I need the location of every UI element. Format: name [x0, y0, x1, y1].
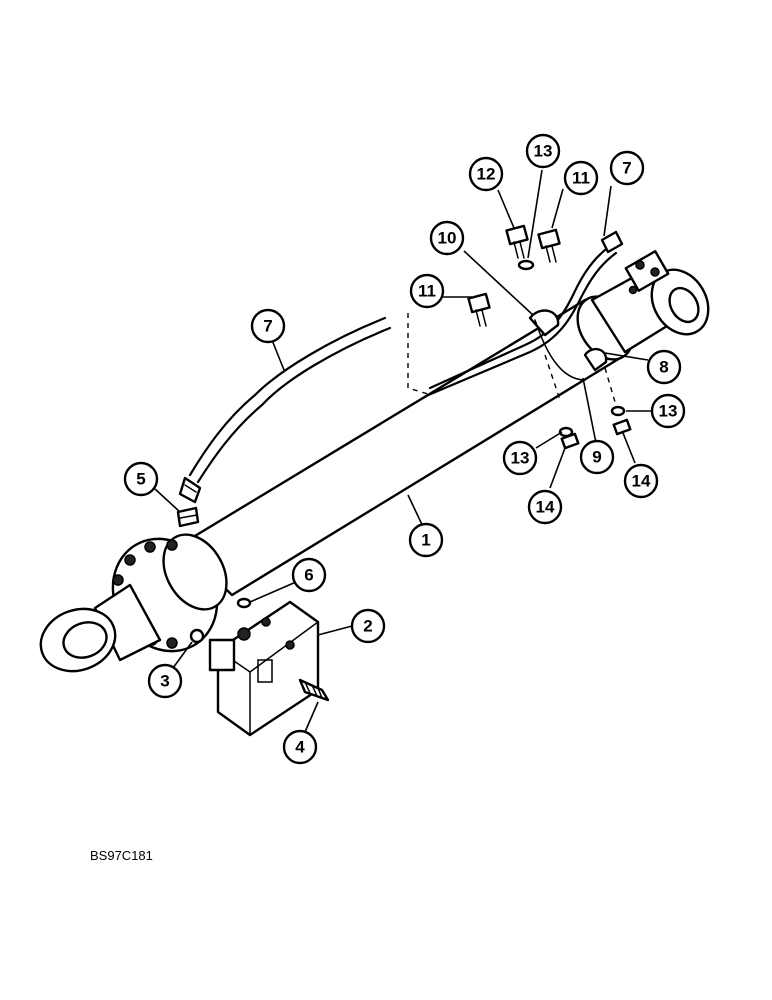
- leader-lines: [154, 169, 651, 733]
- callout-14-left-label: 14: [536, 498, 555, 517]
- callout-7-right-label: 7: [622, 159, 631, 178]
- callout-14-right-label: 14: [632, 472, 651, 491]
- callout-12: 12: [468, 156, 504, 192]
- callout-6-label: 6: [304, 566, 313, 585]
- callout-10-label: 10: [438, 229, 457, 248]
- callout-8-label: 8: [659, 358, 668, 377]
- callout-12-label: 12: [477, 165, 496, 184]
- bolt-11-lower: [467, 292, 491, 327]
- callout-2-label: 2: [363, 617, 372, 636]
- drawing-reference-id: BS97C181: [90, 848, 153, 863]
- callout-7-left-label: 7: [263, 317, 272, 336]
- clamp-assembly: [528, 309, 616, 403]
- nut-right: [612, 418, 632, 436]
- callout-7-right: 7: [609, 150, 645, 186]
- callout-9-label: 9: [592, 448, 601, 467]
- callout-11-lower: 11: [409, 273, 445, 309]
- hydraulic-hose-left: [178, 316, 392, 504]
- callout-6: 6: [291, 557, 327, 593]
- callout-14-right: 14: [623, 463, 659, 499]
- callout-13-lower-label: 13: [511, 449, 530, 468]
- valve-block: [208, 600, 320, 737]
- callout-5: 5: [123, 461, 159, 497]
- rod-end-cap: [590, 250, 710, 354]
- callout-13-top-label: 13: [534, 142, 553, 161]
- callout-14-left: 14: [527, 489, 563, 525]
- callout-11-upper-label: 11: [572, 169, 590, 188]
- bolt-11-upper: [537, 228, 561, 263]
- callout-8: 8: [646, 349, 682, 385]
- adapter-fitting: [176, 506, 200, 528]
- callout-9: 9: [579, 439, 615, 475]
- bolt-12: [505, 224, 529, 259]
- o-ring: [236, 597, 252, 609]
- callout-4-label: 4: [295, 738, 305, 757]
- seal-ring: [189, 628, 205, 644]
- callout-3-label: 3: [160, 672, 169, 691]
- nut-left: [560, 432, 580, 450]
- callout-13-lower: 13: [502, 440, 538, 476]
- callout-10: 10: [429, 220, 465, 256]
- callout-1: 1: [408, 522, 444, 558]
- callout-13-right: 13: [650, 393, 686, 429]
- callout-4: 4: [282, 729, 318, 765]
- callout-1-label: 1: [421, 531, 430, 550]
- callout-13-right-label: 13: [659, 402, 678, 421]
- hose-routing-line: [407, 313, 429, 395]
- callout-7-left: 7: [250, 308, 286, 344]
- callout-3: 3: [147, 663, 183, 699]
- washer-upper: [517, 259, 535, 271]
- base-end-eye: [39, 583, 162, 673]
- washer-right: [610, 405, 626, 417]
- callout-11-upper: 11: [563, 160, 599, 196]
- hydraulic-hose-right: [424, 230, 624, 398]
- callout-5-label: 5: [136, 470, 145, 489]
- callout-13-top: 13: [525, 133, 561, 169]
- callout-11-lower-label: 11: [418, 282, 436, 301]
- screw-fitting: [298, 678, 330, 702]
- callout-2: 2: [350, 608, 386, 644]
